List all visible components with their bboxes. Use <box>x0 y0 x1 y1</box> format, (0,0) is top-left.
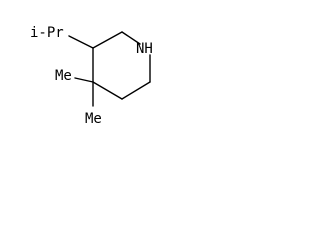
atom-label-nh: NH <box>136 41 153 57</box>
atom-label-methyl-lower: Me <box>85 111 102 127</box>
piperidine-ring <box>92 31 151 100</box>
substituent-bonds <box>68 35 94 107</box>
bond-c3-isopropyl <box>68 35 94 49</box>
bond-c3-c2 <box>92 31 123 49</box>
structure-diagram: NH i-Pr Me Me <box>30 25 153 127</box>
bond-c5-c4 <box>92 81 123 100</box>
bond-c6-c5 <box>121 81 151 100</box>
bond-c2-n <box>121 31 141 45</box>
atom-label-methyl-upper: Me <box>55 68 72 84</box>
atom-label-isopropyl: i-Pr <box>30 25 64 41</box>
bond-c4-methyl-upper <box>74 77 94 83</box>
